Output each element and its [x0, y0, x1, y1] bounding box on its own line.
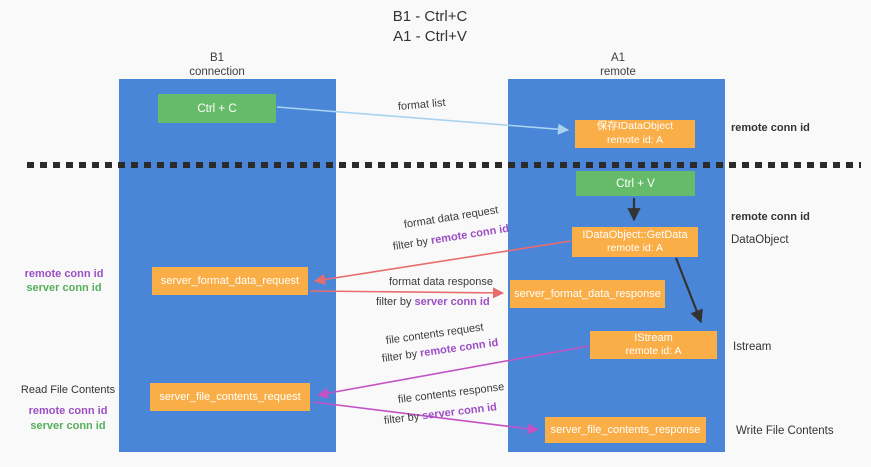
- getdata-line1: IDataObject::GetData: [582, 229, 688, 242]
- annotation-left-mid-remote-conn-id: remote conn id: [24, 268, 104, 280]
- annotation-dataobject: DataObject: [731, 234, 789, 246]
- annotation-left-bottom-remote-conn-id: remote conn id: [28, 405, 108, 418]
- annotation-remote-conn-id-top: remote conn id: [731, 122, 810, 134]
- save-idataobject-line2: remote id: A: [606, 134, 664, 146]
- annotation-istream: Istream: [733, 341, 772, 353]
- diagram-title: B1 - Ctrl+C A1 - Ctrl+V: [300, 7, 560, 48]
- server-file-contents-request-label: server_file_contents_request: [159, 390, 301, 403]
- istream-line1: IStream: [634, 332, 673, 345]
- annotation-group-read-file: Read File Contents remote conn id server…: [18, 383, 118, 433]
- server-format-data-request-label: server_format_data_request: [160, 274, 300, 287]
- annotation-group-format-conn-ids: remote conn id server conn id: [18, 267, 110, 296]
- annotation-left-bottom-server-conn-id: server conn id: [30, 419, 106, 432]
- getdata-line2: remote id: A: [606, 242, 664, 255]
- node-save-idataobject: 保存IDataObject remote id: A: [575, 120, 695, 148]
- annotation-left-mid-server-conn-id: server conn id: [26, 282, 102, 295]
- istream-line2: remote id: A: [625, 345, 682, 358]
- lane-header-a1: A1 remote: [553, 51, 683, 80]
- lane-a1-title: A1: [610, 52, 626, 64]
- node-server-format-data-response: server_format_data_response: [510, 280, 665, 308]
- title-line-1: B1 - Ctrl+C: [392, 8, 468, 25]
- filter-key-server-conn-id-2: server conn id: [421, 401, 498, 423]
- server-format-data-response-label: server_format_data_response: [514, 287, 661, 300]
- server-file-contents-response-label: server_file_contents_response: [550, 423, 701, 436]
- node-istream: IStream remote id: A: [590, 331, 717, 359]
- node-idataobject-getdata: IDataObject::GetData remote id: A: [572, 227, 698, 257]
- lane-b1-subtitle: connection: [189, 66, 245, 79]
- arrow-format-data-response: [309, 287, 505, 299]
- filter-prefix-3: filter by: [381, 347, 421, 365]
- title-line-2: A1 - Ctrl+V: [393, 28, 467, 46]
- ctrl-c-label: Ctrl + C: [197, 102, 237, 115]
- annotation-remote-conn-id-mid: remote conn id: [731, 211, 810, 223]
- node-server-format-data-request: server_format_data_request: [152, 267, 308, 295]
- flow-label-format-data-response: format data response: [389, 276, 493, 288]
- filter-prefix-4: filter by: [383, 410, 423, 427]
- lane-b1-title: B1: [209, 52, 225, 64]
- save-idataobject-line1: 保存IDataObject: [596, 120, 674, 133]
- node-ctrl-v: Ctrl + V: [576, 171, 695, 196]
- ctrl-v-label: Ctrl + V: [616, 177, 655, 190]
- node-server-file-contents-response: server_file_contents_response: [545, 417, 706, 443]
- node-server-file-contents-request: server_file_contents_request: [150, 383, 310, 411]
- lane-a1-subtitle: remote: [600, 66, 636, 79]
- node-ctrl-c: Ctrl + C: [158, 94, 276, 123]
- annotation-read-file-contents: Read File Contents: [20, 384, 116, 396]
- filter-key-remote-conn-id-1: remote conn id: [430, 222, 510, 247]
- lane-header-b1: B1 connection: [152, 51, 282, 80]
- flow-label-format-list: format list: [397, 96, 447, 113]
- filter-prefix-2: filter by: [376, 296, 415, 308]
- flow-label-filter-by-server-conn-id-1: filter by server conn id: [376, 296, 490, 308]
- annotation-write-file-contents: Write File Contents: [736, 425, 834, 437]
- filter-prefix-1: filter by: [392, 235, 432, 253]
- filter-key-server-conn-id-1: server conn id: [414, 296, 490, 308]
